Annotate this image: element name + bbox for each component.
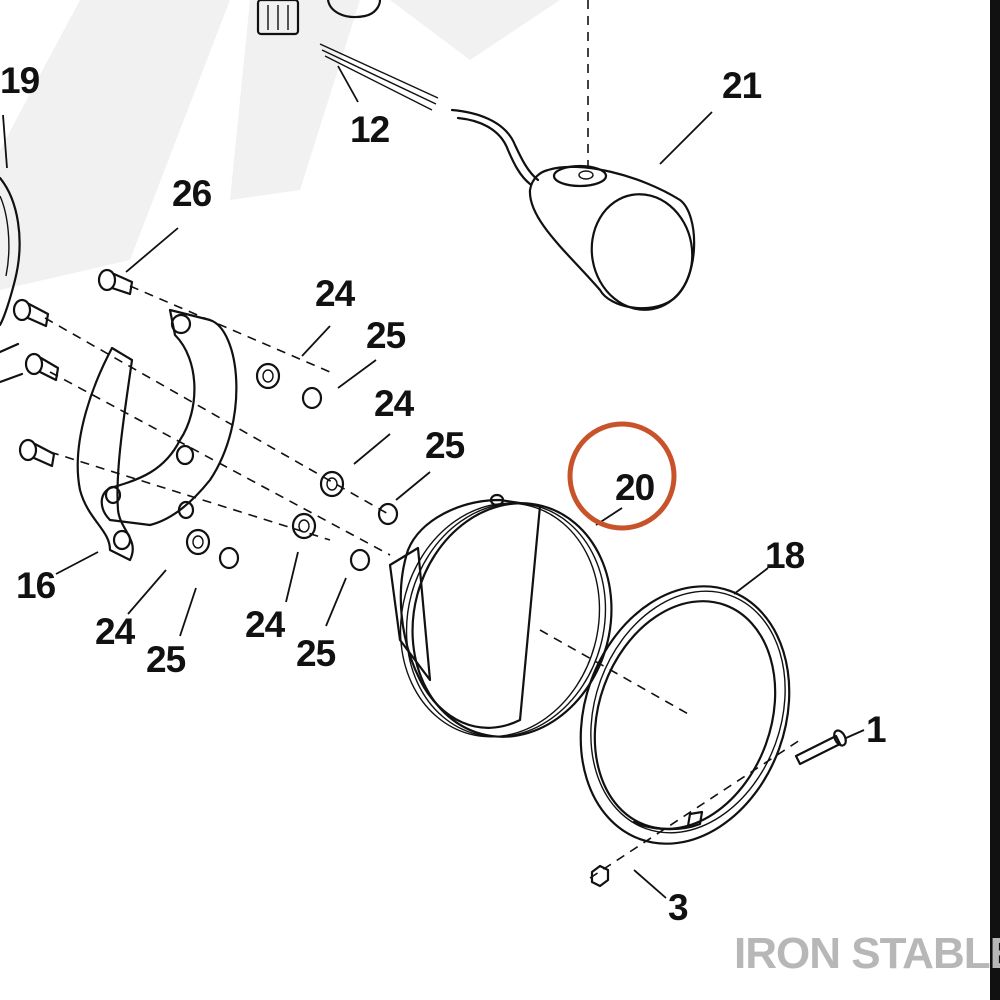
part-3-nut: [590, 864, 667, 899]
label-3: 3: [668, 887, 688, 928]
label-24-lower-left: 24: [95, 611, 136, 652]
callout-labels: 19 12 21 26 24 25 24 25 20 18 16 24 25 2…: [0, 60, 887, 928]
label-25-lower-right: 25: [296, 633, 336, 674]
label-24-middle: 24: [374, 383, 415, 424]
part-18-trim-ring: [579, 567, 791, 845]
brand-watermark: IRON STABLE: [734, 929, 1000, 978]
label-25-upper: 25: [366, 315, 406, 356]
part-12-connector-wire: [256, 0, 540, 186]
watermark: [0, 0, 560, 290]
label-24-lower-right: 24: [245, 604, 286, 645]
label-18: 18: [765, 535, 805, 576]
part-26-bolt: [97, 227, 179, 296]
spacers-and-washers: [127, 325, 431, 637]
part-20-headlamp: [388, 493, 623, 738]
part-19-housing: [0, 114, 21, 327]
part-20-highlight-circle: [567, 421, 677, 531]
mounting-bolts: [0, 298, 60, 468]
label-19: 19: [0, 60, 40, 101]
label-24-upper: 24: [315, 273, 356, 314]
frame-edge: [990, 0, 1000, 1000]
label-25-middle: 25: [425, 425, 465, 466]
part-16-bracket: [55, 308, 238, 575]
label-1: 1: [866, 709, 886, 750]
label-12: 12: [350, 109, 390, 150]
label-26: 26: [172, 173, 212, 214]
label-21: 21: [722, 65, 762, 106]
label-20: 20: [615, 467, 655, 508]
label-16: 16: [16, 565, 56, 606]
part-1-screw: [794, 729, 865, 766]
part-21-lamp: [528, 111, 713, 311]
label-25-lower-left: 25: [146, 639, 186, 680]
